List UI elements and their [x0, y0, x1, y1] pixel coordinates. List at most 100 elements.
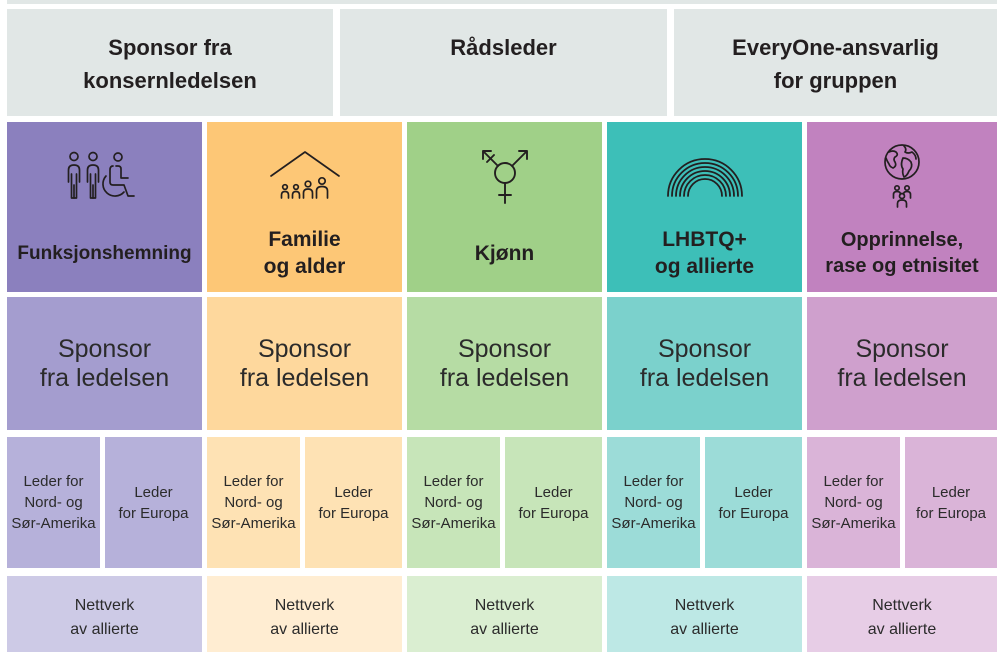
- leader-label-line: Leder for: [23, 473, 84, 490]
- group-column-lgbtq: LHBTQ+ og allierte Sponsor fra ledelsen …: [607, 0, 802, 658]
- group-column-gender: Kjønn Sponsor fra ledelsen Leder for Nor…: [407, 0, 602, 658]
- leader-label-line: Leder for: [223, 473, 284, 490]
- leader-americas-cell: Leder for Nord- og Sør-Amerika: [407, 437, 500, 568]
- top-divider: [7, 0, 997, 4]
- network-label-line: Nettverk: [872, 597, 932, 614]
- header-cell-label: Sponsor fra: [108, 35, 232, 60]
- leader-label-line: Nord- og: [824, 494, 883, 511]
- group-title-line: og alder: [263, 255, 346, 278]
- network-label-line: av allierte: [70, 621, 139, 638]
- group-title-cell: Opprinnelse, rase og etnisitet: [807, 122, 997, 292]
- leader-label-line: Nord- og: [224, 494, 283, 511]
- leader-americas-cell: Leder for Nord- og Sør-Amerika: [7, 437, 100, 568]
- group-title: Opprinnelse, rase og etnisitet: [807, 220, 997, 286]
- transgender-symbol-icon: [407, 140, 602, 212]
- sponsor-label-line: Sponsor: [657, 334, 752, 363]
- leader-europe-cell: Leder for Europa: [905, 437, 997, 568]
- network-cell: Nettverk av allierte: [407, 576, 602, 652]
- network-label-line: Nettverk: [274, 597, 335, 614]
- people-with-disability-icon: [7, 140, 202, 212]
- network-cell: Nettverk av allierte: [7, 576, 202, 652]
- header-cell-label: Rådsleder: [450, 35, 557, 60]
- leader-label-line: Leder for: [623, 473, 684, 490]
- group-title-cell: Kjønn: [407, 122, 602, 292]
- group-column-origin-ethnicity: Opprinnelse, rase og etnisitet Sponsor f…: [807, 0, 997, 658]
- leader-label-line: Leder for: [823, 473, 884, 490]
- leader-label-line: Sør-Amerika: [811, 515, 896, 532]
- leader-label-line: Nord- og: [424, 494, 483, 511]
- header-cell-council-lead: Rådsleder: [340, 9, 667, 116]
- sponsor-label-line: Sponsor: [57, 334, 152, 363]
- sponsor-cell: Sponsor fra ledelsen: [207, 297, 402, 430]
- rainbow-icon: [607, 140, 802, 212]
- leader-europe-cell: Leder for Europa: [705, 437, 802, 568]
- group-title-cell: LHBTQ+ og allierte: [607, 122, 802, 292]
- group-title: Familie og alder: [207, 220, 402, 286]
- leader-label-line: Leder for: [423, 473, 484, 490]
- header-cell-label: konsernledelsen: [83, 68, 257, 93]
- group-title-line: og allierte: [654, 255, 755, 278]
- header-cell-label: EveryOne-ansvarlig: [732, 35, 939, 60]
- header-cell-everyone-lead: EveryOne-ansvarlig for gruppen: [674, 9, 997, 116]
- group-title: Funksjonshemning: [7, 220, 202, 286]
- sponsor-label-line: fra ledelsen: [39, 363, 170, 392]
- group-title: Kjønn: [407, 220, 602, 286]
- sponsor-cell: Sponsor fra ledelsen: [7, 297, 202, 430]
- leader-americas-cell: Leder for Nord- og Sør-Amerika: [207, 437, 300, 568]
- leader-americas-cell: Leder for Nord- og Sør-Amerika: [607, 437, 700, 568]
- leader-label-line: Leder: [534, 483, 573, 501]
- sponsor-cell: Sponsor fra ledelsen: [807, 297, 997, 430]
- leader-label-line: Leder: [734, 483, 773, 501]
- leader-label-line: Sør-Amerika: [611, 515, 696, 532]
- leader-label-line: for Europa: [118, 504, 189, 522]
- leader-label-line: for Europa: [915, 504, 987, 522]
- network-cell: Nettverk av allierte: [207, 576, 402, 652]
- network-cell: Nettverk av allierte: [807, 576, 997, 652]
- network-label-line: Nettverk: [74, 597, 135, 614]
- sponsor-label-line: fra ledelsen: [439, 363, 570, 392]
- sponsor-cell: Sponsor fra ledelsen: [407, 297, 602, 430]
- group-title-line: LHBTQ+: [662, 228, 747, 251]
- leader-label-line: Sør-Amerika: [11, 515, 96, 532]
- sponsor-label-line: Sponsor: [257, 334, 352, 363]
- globe-with-people-icon: [807, 140, 997, 212]
- sponsor-label-line: Sponsor: [457, 334, 552, 363]
- group-column-family-age: Familie og alder Sponsor fra ledelsen Le…: [207, 0, 402, 658]
- family-under-roof-icon: [207, 140, 402, 212]
- leader-label-line: Nord- og: [624, 494, 683, 511]
- leader-label-line: Nord- og: [24, 494, 83, 511]
- leader-americas-cell: Leder for Nord- og Sør-Amerika: [807, 437, 900, 568]
- group-column-disability: Funksjonshemning Sponsor fra ledelsen Le…: [7, 0, 202, 658]
- sponsor-label-line: fra ledelsen: [239, 363, 370, 392]
- group-title-line: Kjønn: [474, 241, 535, 265]
- group-title-line: rase og etnisitet: [825, 255, 979, 277]
- leader-label-line: for Europa: [518, 504, 589, 522]
- leader-label-line: Leder: [334, 483, 373, 501]
- group-title-line: Familie: [268, 228, 341, 251]
- network-label-line: av allierte: [670, 621, 739, 638]
- leader-europe-cell: Leder for Europa: [505, 437, 602, 568]
- network-label-line: av allierte: [470, 621, 539, 638]
- leader-label-line: Leder: [931, 483, 971, 501]
- group-title-line: Opprinnelse,: [840, 229, 964, 251]
- leader-label-line: Leder: [134, 483, 173, 501]
- sponsor-label-line: fra ledelsen: [639, 363, 770, 392]
- sponsor-label-line: fra ledelsen: [837, 363, 967, 392]
- sponsor-label-line: Sponsor: [855, 334, 949, 363]
- leader-label-line: Sør-Amerika: [411, 515, 496, 532]
- network-label-line: Nettverk: [674, 597, 735, 614]
- leader-label-line: for Europa: [318, 504, 389, 522]
- group-title-cell: Funksjonshemning: [7, 122, 202, 292]
- leader-label-line: Sør-Amerika: [211, 515, 296, 532]
- leader-label-line: for Europa: [718, 504, 789, 522]
- sponsor-cell: Sponsor fra ledelsen: [607, 297, 802, 430]
- leader-europe-cell: Leder for Europa: [305, 437, 402, 568]
- leader-europe-cell: Leder for Europa: [105, 437, 202, 568]
- network-label-line: av allierte: [867, 621, 937, 638]
- group-title: LHBTQ+ og allierte: [607, 220, 802, 286]
- network-label-line: av allierte: [270, 621, 339, 638]
- header-cell-label: for gruppen: [773, 68, 898, 93]
- group-title-cell: Familie og alder: [207, 122, 402, 292]
- group-title-line: Funksjonshemning: [17, 242, 192, 264]
